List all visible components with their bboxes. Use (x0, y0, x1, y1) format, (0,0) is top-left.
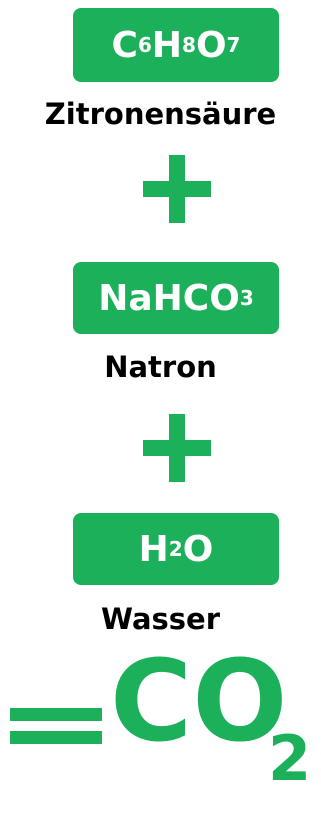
citric-acid-label: Zitronensäure (44, 97, 277, 131)
formula-nahco: NaHCO (98, 277, 240, 319)
formula-c: C (111, 24, 138, 66)
sodium-bicarbonate-label: Natron (104, 350, 217, 384)
water-label: Wasser (100, 602, 221, 636)
formula-o: O (182, 528, 214, 570)
result-co2: = CO 2 (10, 646, 321, 821)
plus-icon (143, 414, 211, 482)
co-subscript: 2 (268, 722, 312, 795)
equals-sign-icon: = (10, 708, 102, 744)
formula-h: H (138, 528, 169, 570)
plus-icon (143, 155, 211, 223)
formula-o: O (195, 24, 227, 66)
formula-h: H (151, 24, 183, 66)
co-text: CO (110, 637, 288, 767)
